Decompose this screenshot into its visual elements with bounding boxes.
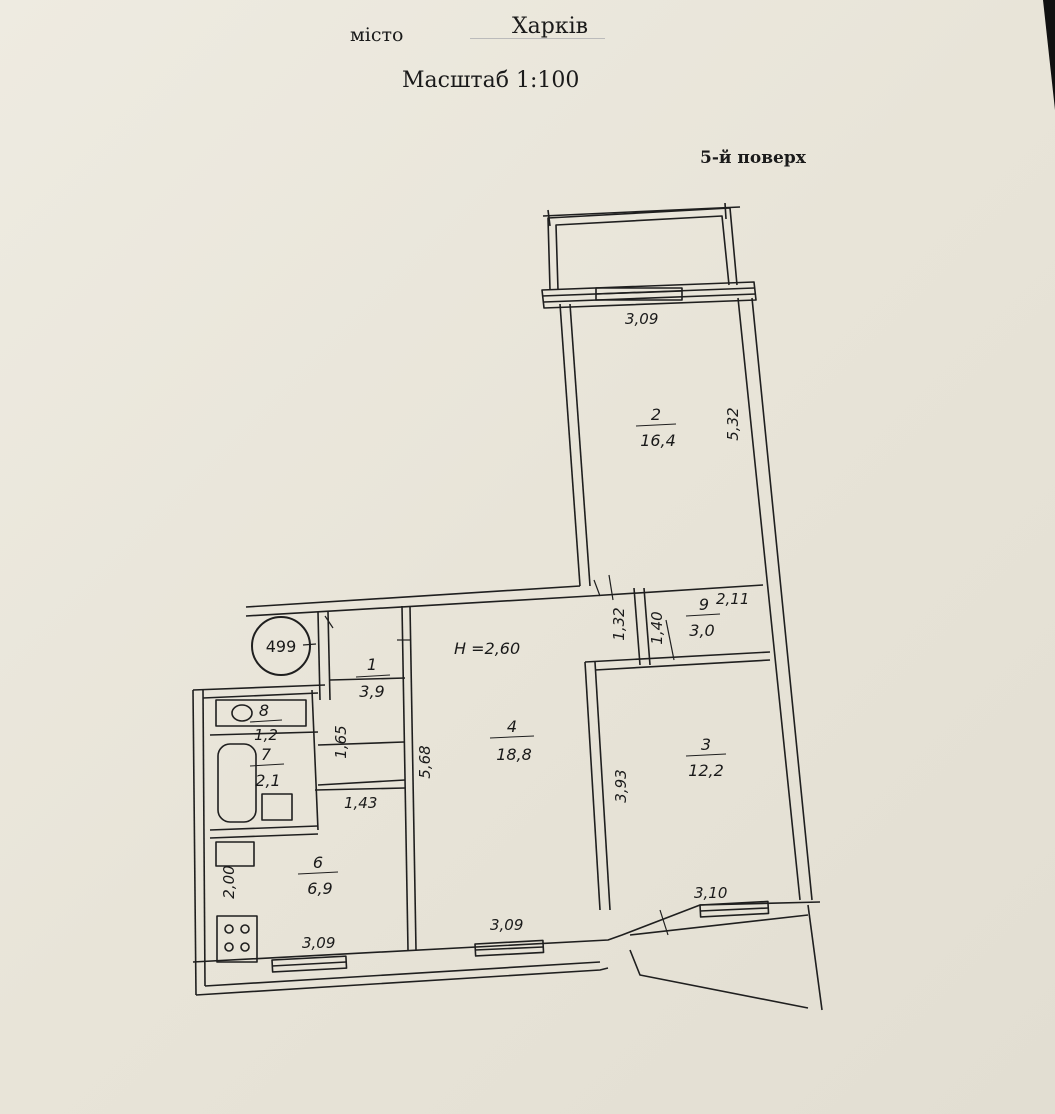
room-2-area: 16,4 (640, 431, 676, 450)
room-labels: 1 3,9 2 16,4 3 12,2 4 18,8 6 6,9 7 2,1 (249, 405, 727, 898)
room-8-label: 8 1,2 (249, 701, 283, 744)
dim-room6-length: 2,00 (220, 865, 238, 898)
room-3-number: 3 (701, 735, 711, 754)
room-1-area: 3,9 (359, 682, 384, 701)
room-7-number: 7 (261, 745, 272, 764)
room-8-number: 8 (259, 701, 269, 720)
dim-room9-length: 1,40 (648, 611, 666, 644)
paper-edge-shadow (1043, 0, 1055, 110)
scale-label: Масштаб 1:100 (402, 68, 580, 93)
room-4-number: 4 (507, 717, 517, 736)
room-2-number: 2 (651, 405, 661, 424)
city-underline (470, 38, 605, 39)
room-1-number: 1 (367, 655, 377, 674)
dim-room4-width: 3,09 (490, 916, 523, 934)
room-9-area: 3,0 (689, 621, 714, 640)
room-1-label: 1 3,9 (355, 655, 391, 701)
dim-bath-length: 1,43 (344, 794, 377, 812)
dim-room6-width: 3,09 (302, 934, 335, 952)
room-9-label: 9 3,0 (685, 595, 721, 640)
room-2-label: 2 16,4 (635, 405, 677, 450)
room-6-area: 6,9 (307, 879, 332, 898)
dimension-labels: 3,09 5,32 2,11 1,40 1,32 5,68 3,09 3,93 … (220, 310, 749, 952)
room-3-area: 12,2 (688, 761, 724, 780)
city-value: Харків (512, 14, 589, 39)
dim-room4-length: 5,68 (416, 745, 434, 778)
room-4-label: 4 18,8 (489, 717, 535, 764)
plan-number: 499 (266, 637, 297, 656)
dim-room2-length: 5,32 (724, 407, 742, 440)
dim-room3-length: 3,93 (612, 769, 630, 802)
outer-walls (192, 281, 823, 1011)
floor-label: 5-й поверх (700, 148, 806, 168)
room-7-label: 7 2,1 (249, 745, 285, 790)
room-9-number: 9 (699, 595, 709, 614)
dim-corridor-width: 1,32 (610, 607, 628, 640)
dim-room9-width: 2,11 (716, 590, 749, 608)
dimension-ticks (302, 574, 675, 936)
room-8-area: 1,2 (254, 726, 278, 744)
room-6-number: 6 (313, 853, 323, 872)
room-6-label: 6 6,9 (297, 853, 339, 898)
fixtures (215, 616, 311, 963)
room-4-area: 18,8 (496, 745, 532, 764)
dim-room3-width: 3,10 (694, 884, 727, 902)
balcony (542, 202, 741, 291)
room-7-area: 2,1 (255, 771, 280, 790)
ceiling-height: Н =2,60 (454, 639, 520, 658)
dim-room2-width: 3,09 (625, 310, 658, 328)
room-3-label: 3 12,2 (685, 735, 727, 780)
windows (271, 287, 770, 973)
dim-bath-width: 1,65 (332, 725, 350, 758)
interior-walls (209, 587, 771, 951)
city-label: місто (350, 24, 404, 46)
